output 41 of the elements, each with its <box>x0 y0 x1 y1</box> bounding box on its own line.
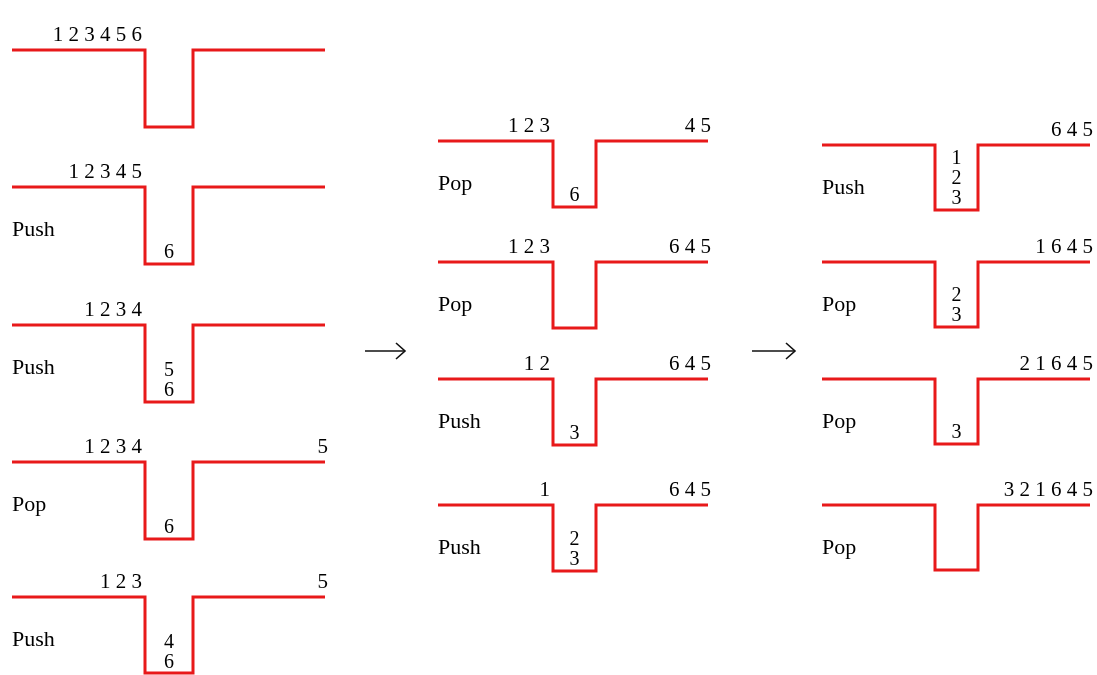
stack-contents: 3 <box>568 422 581 442</box>
number-sequence: 4 5 <box>684 113 711 137</box>
operation-label: Push <box>12 216 55 242</box>
number-sequence: 5 <box>317 569 328 593</box>
number-sequence: 1 2 3 4 5 6 <box>52 22 142 46</box>
number-sequence: 1 2 3 4 <box>84 434 142 458</box>
operation-label: Pop <box>822 534 857 560</box>
operation-label: Push <box>822 174 865 200</box>
operation-label: Push <box>12 354 55 380</box>
stack-contents: 1 2 3 <box>950 147 963 207</box>
number-sequence: 1 2 3 4 5 <box>68 159 142 183</box>
stack-contents: 6 <box>163 241 175 261</box>
number-sequence: 1 2 <box>523 351 550 375</box>
stack-contents: 2 3 <box>568 528 581 568</box>
number-sequence: 6 4 5 <box>669 477 711 501</box>
stack-contents: 2 3 <box>950 284 963 324</box>
operation-label: Push <box>12 626 55 652</box>
number-sequence: 3 2 1 6 4 5 <box>1003 477 1093 501</box>
number-sequence: 1 2 3 4 <box>84 297 142 321</box>
operation-label: Pop <box>438 291 473 317</box>
number-sequence: 5 <box>317 434 328 458</box>
number-sequence: 1 2 3 <box>508 113 550 137</box>
stack-contents: 4 6 <box>163 631 175 671</box>
number-sequence: 2 1 6 4 5 <box>1019 351 1093 375</box>
operation-label: Pop <box>438 170 473 196</box>
operation-label: Pop <box>12 491 47 517</box>
number-sequence: 1 6 4 5 <box>1035 234 1093 258</box>
stack-contents: 6 <box>568 184 581 204</box>
stack-contents: 5 6 <box>163 359 175 399</box>
number-sequence: 1 2 3 <box>100 569 142 593</box>
number-sequence: 6 4 5 <box>1051 117 1093 141</box>
stack-contents: 3 <box>950 421 963 441</box>
operation-label: Push <box>438 408 481 434</box>
number-sequence: 6 4 5 <box>669 351 711 375</box>
stack-contents: 6 <box>163 516 175 536</box>
operation-label: Pop <box>822 291 857 317</box>
operation-label: Pop <box>822 408 857 434</box>
operation-label: Push <box>438 534 481 560</box>
number-sequence: 6 4 5 <box>669 234 711 258</box>
number-sequence: 1 2 3 <box>508 234 550 258</box>
number-sequence: 1 <box>539 477 550 501</box>
